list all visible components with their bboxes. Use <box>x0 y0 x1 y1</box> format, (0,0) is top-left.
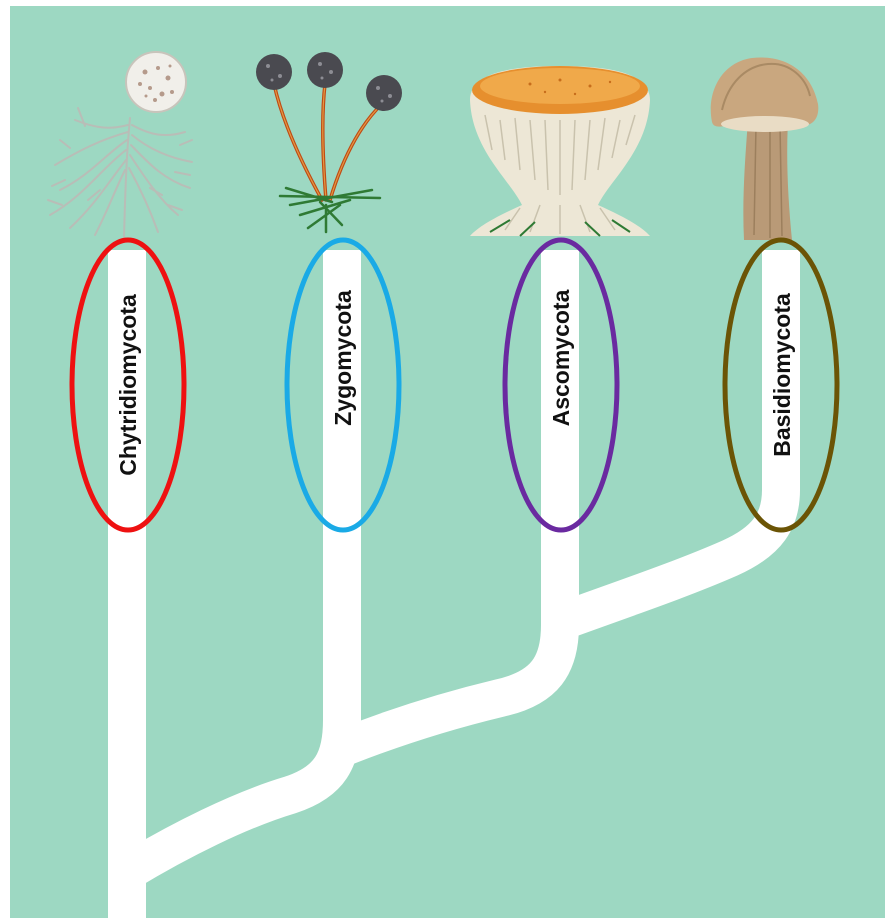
taxon-label-zygomycota: Zygomycota <box>330 290 356 426</box>
taxon-label-chytridiomycota: Chytridiomycota <box>115 294 141 476</box>
taxon-label-basidiomycota: Basidiomycota <box>769 293 795 457</box>
taxon-label-ascomycota: Ascomycota <box>548 289 574 426</box>
